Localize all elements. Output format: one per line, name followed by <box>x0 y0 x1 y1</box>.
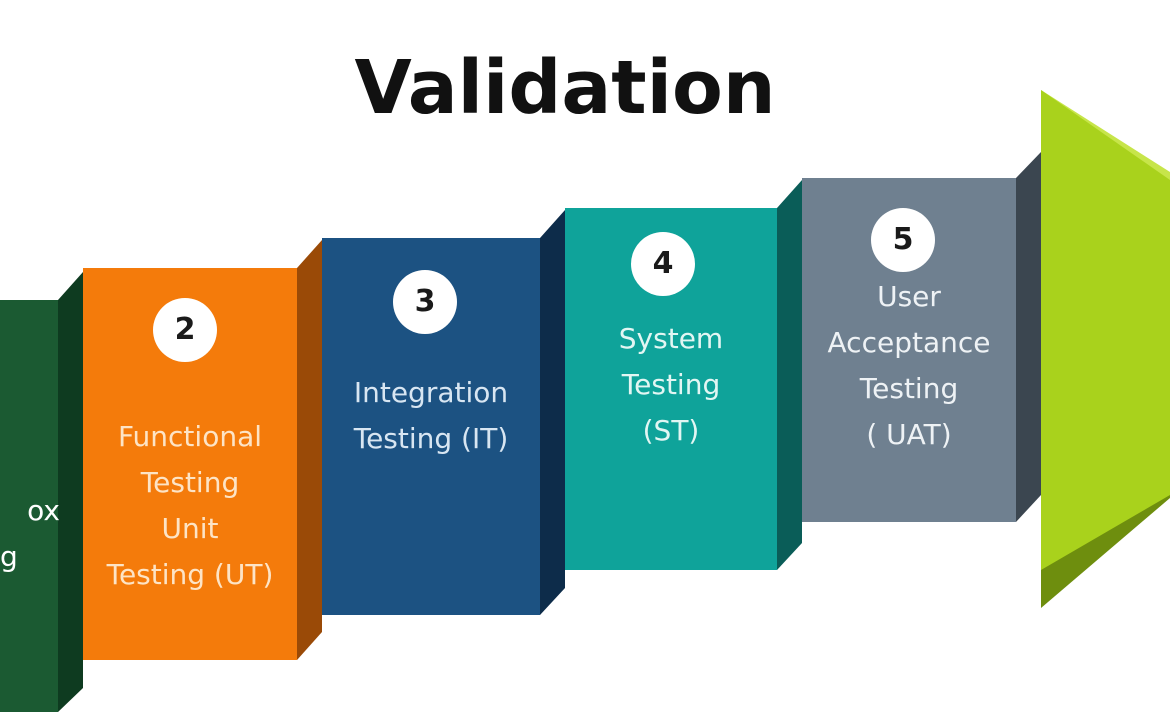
step-3-side <box>540 210 565 615</box>
step-5-line-3: Testing <box>859 372 959 405</box>
step-1-line-2: g <box>0 540 18 573</box>
step-1-face <box>0 300 58 712</box>
step-2-number-badge: 2 <box>153 298 217 362</box>
step-3-number-badge: 3 <box>393 270 457 334</box>
step-3-line-1: Integration <box>353 376 509 409</box>
step-4-number-badge: 4 <box>631 232 695 296</box>
step-2-label: Functional Testing Unit Testing (UT) <box>83 414 297 598</box>
step-5-label: User Acceptance Testing ( UAT) <box>802 274 1016 458</box>
step-1-label: ox g <box>0 488 60 580</box>
arrow-head <box>1041 90 1170 570</box>
step-3-line-2: Testing (IT) <box>353 422 509 455</box>
step-3-label: Integration Testing (IT) <box>322 370 540 462</box>
step-2-line-1: Functional <box>117 420 263 453</box>
diagram-title: Validation <box>354 45 776 131</box>
step-4-line-2: Testing <box>621 368 721 401</box>
step-1-line-1: ox <box>27 494 60 527</box>
step-5-side <box>1016 152 1041 522</box>
step-4-side <box>777 180 802 570</box>
step-2-side <box>297 240 322 660</box>
step-5-line-2: Acceptance <box>827 326 991 359</box>
step-5-line-1: User <box>877 280 941 313</box>
step-4-label: System Testing (ST) <box>565 316 777 454</box>
step-2-line-3: Unit <box>161 512 219 545</box>
step-4-line-1: System <box>618 322 724 355</box>
step-2-line-4: Testing (UT) <box>106 558 274 591</box>
step-5-number-badge: 5 <box>871 208 935 272</box>
step-1-side <box>58 272 83 712</box>
step-2-line-2: Testing <box>140 466 240 499</box>
step-5-line-4: ( UAT) <box>866 418 952 451</box>
step-4-line-3: (ST) <box>642 414 700 447</box>
